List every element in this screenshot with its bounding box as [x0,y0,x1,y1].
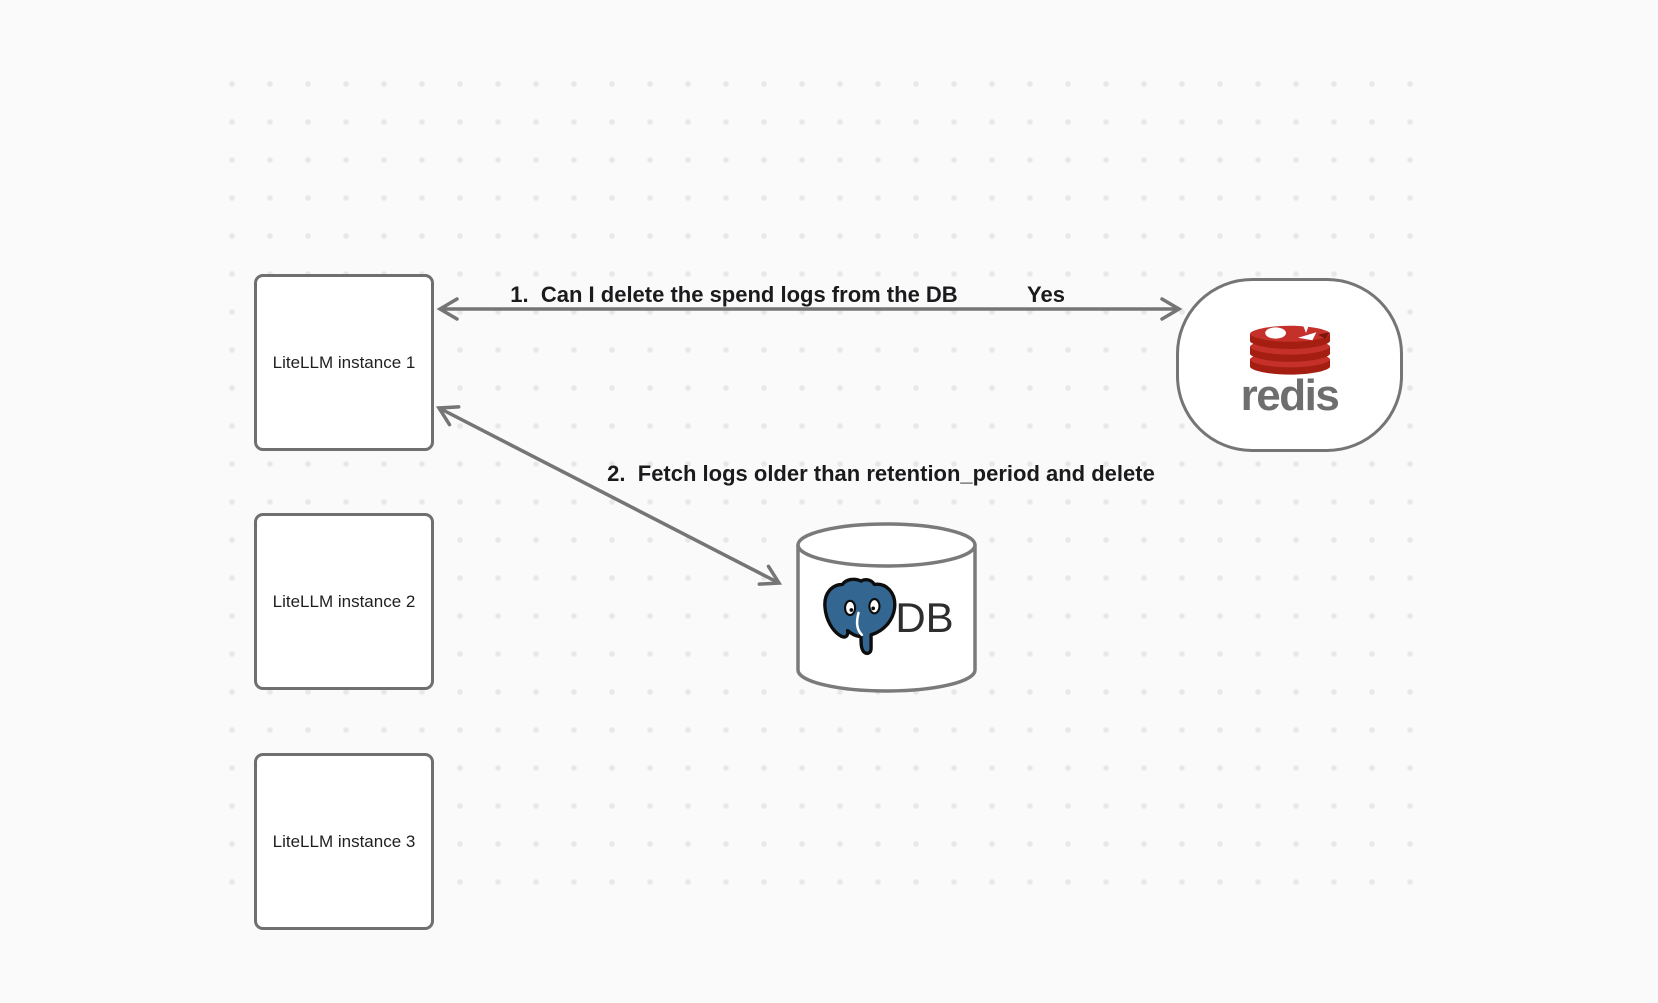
db-label: DB [895,594,954,641]
node-label: LiteLLM instance 1 [272,352,416,372]
redis-wordmark: redis [1240,371,1340,420]
redis-stack-icon [1249,316,1330,375]
node-redis[interactable]: redis [1176,278,1403,452]
arrow-1-response-label: Yes [1027,282,1065,307]
node-database[interactable]: DB [800,572,973,664]
postgresql-elephant-icon [823,577,897,656]
arrow-1-label: 1. Can I delete the spend logs from the … [510,282,958,307]
node-litellm-instance-1[interactable]: LiteLLM instance 1 [254,274,434,451]
node-litellm-instance-2[interactable]: LiteLLM instance 2 [254,513,434,690]
arrow-2-label: 2. Fetch logs older than retention_perio… [607,461,1155,486]
node-litellm-instance-3[interactable]: LiteLLM instance 3 [254,753,434,930]
node-label: LiteLLM instance 3 [272,831,416,851]
node-label: LiteLLM instance 2 [272,591,416,611]
